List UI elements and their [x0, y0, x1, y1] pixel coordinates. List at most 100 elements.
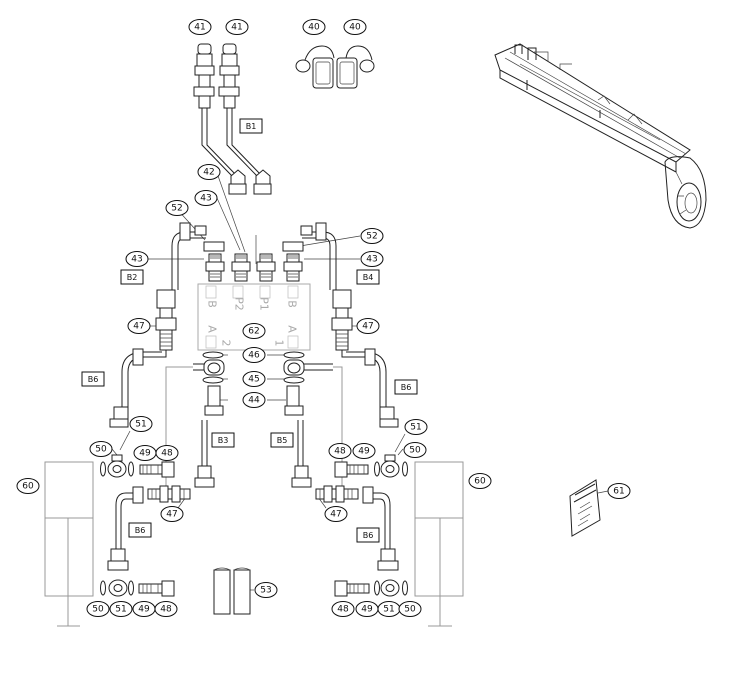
block-label-text: B1: [246, 122, 257, 131]
callout-number: 50: [404, 605, 416, 615]
callout-bubble: [154, 601, 178, 617]
callout-number: 52: [171, 204, 182, 214]
callout-bubble: [155, 445, 179, 461]
manifold-top-adapters: [205, 253, 303, 282]
callout-bubble: [242, 323, 266, 339]
hose-protection-sleeve: [213, 567, 251, 615]
callout-number: 47: [330, 510, 341, 520]
callout-number: 50: [409, 446, 421, 456]
block-label-box: [270, 432, 294, 448]
callout-number: 45: [248, 375, 259, 385]
callout-22: 51: [404, 419, 428, 435]
block-label-text: B4: [363, 273, 374, 282]
callout-number: 42: [203, 168, 214, 178]
valve-manifold: B P2 P1 B A 2 A 1: [197, 283, 311, 351]
manifold-mark-2: 2: [220, 340, 233, 347]
callout-bubble: [404, 419, 428, 435]
callout-bubble: [129, 416, 153, 432]
callout-number: 41: [231, 23, 242, 33]
callout-5: 43: [194, 190, 218, 206]
callout-33: 48: [154, 601, 178, 617]
callout-bubble: [125, 251, 149, 267]
callout-bubble: [398, 601, 422, 617]
manifold-mark-p2: P2: [233, 297, 246, 311]
callout-number: 60: [22, 482, 34, 492]
callout-bubble: [242, 347, 266, 363]
block-label-7: B6: [128, 522, 152, 538]
pressure-sensor-right: [218, 43, 263, 177]
callout-number: 49: [138, 605, 150, 615]
block-label-text: B6: [401, 383, 412, 392]
sensor-plug-right: [336, 45, 375, 89]
banjo-bolt-set-lower-right: [334, 579, 408, 597]
manifold-mark-b-left: B: [206, 300, 219, 308]
callout-number: 50: [95, 445, 107, 455]
block-label-box: [239, 118, 263, 134]
callout-26: 61: [607, 483, 631, 499]
block-label-6: B5: [270, 432, 294, 448]
callout-number: 47: [362, 322, 373, 332]
callout-number: 49: [358, 447, 370, 457]
lower-left-hose-assembly: [107, 485, 191, 571]
callout-0: 41: [188, 19, 212, 35]
callout-24: 60: [16, 478, 40, 494]
callout-number: 53: [260, 586, 271, 596]
callout-number: 48: [334, 447, 346, 457]
block-label-box: [356, 269, 380, 285]
callout-number: 46: [248, 351, 260, 361]
callout-bubble: [356, 318, 380, 334]
callout-30: 50: [86, 601, 110, 617]
block-label-8: B6: [356, 527, 380, 543]
callout-1: 41: [225, 19, 249, 35]
callout-number: 50: [92, 605, 104, 615]
callout-number: 43: [366, 255, 377, 265]
callout-8: 52: [360, 228, 384, 244]
callout-number: 51: [410, 423, 421, 433]
cylinder-bracket-left: [44, 461, 94, 627]
callout-29: 53: [254, 582, 278, 598]
callout-11: 47: [127, 318, 151, 334]
callout-bubble: [109, 601, 133, 617]
callout-34: 48: [331, 601, 355, 617]
callout-bubble: [360, 228, 384, 244]
callout-35: 49: [355, 601, 379, 617]
callout-bubble: [160, 506, 184, 522]
callout-6: 52: [165, 200, 189, 216]
callout-2: 40: [302, 19, 326, 35]
callout-21: 49: [352, 443, 376, 459]
callout-number: 48: [337, 605, 349, 615]
callout-number: 49: [361, 605, 373, 615]
block-label-text: B6: [88, 375, 99, 384]
callout-17: 50: [89, 441, 113, 457]
manifold-elbow-left: [171, 222, 225, 290]
hose-left-upper: [109, 289, 177, 428]
manifold-mark-b-right: B: [286, 300, 299, 308]
block-label-5: B3: [211, 432, 235, 448]
block-label-text: B3: [218, 436, 229, 445]
callout-37: 50: [398, 601, 422, 617]
callout-bubble: [254, 582, 278, 598]
callout-bubble: [225, 19, 249, 35]
block-label-text: B5: [277, 436, 288, 445]
callout-bubble: [324, 506, 348, 522]
banjo-fitting-right: [283, 351, 343, 440]
machine-overview-drawing: [494, 43, 707, 229]
sensor-plug-left: [295, 45, 335, 89]
block-label-3: B6: [81, 371, 105, 387]
callout-bubble: [607, 483, 631, 499]
manifold-mark-1: 1: [273, 340, 286, 347]
callout-bubble: [89, 441, 113, 457]
instruction-bag: [569, 479, 601, 537]
block-label-4: B6: [394, 379, 418, 395]
callout-bubble: [352, 443, 376, 459]
callout-bubble: [242, 371, 266, 387]
callout-bubble: [242, 392, 266, 408]
callout-bubble: [343, 19, 367, 35]
callout-bubble: [403, 442, 427, 458]
callout-bubble: [468, 473, 492, 489]
callout-number: 62: [248, 327, 259, 337]
sensor-elbow-connectors: [228, 169, 272, 195]
callout-bubble: [188, 19, 212, 35]
